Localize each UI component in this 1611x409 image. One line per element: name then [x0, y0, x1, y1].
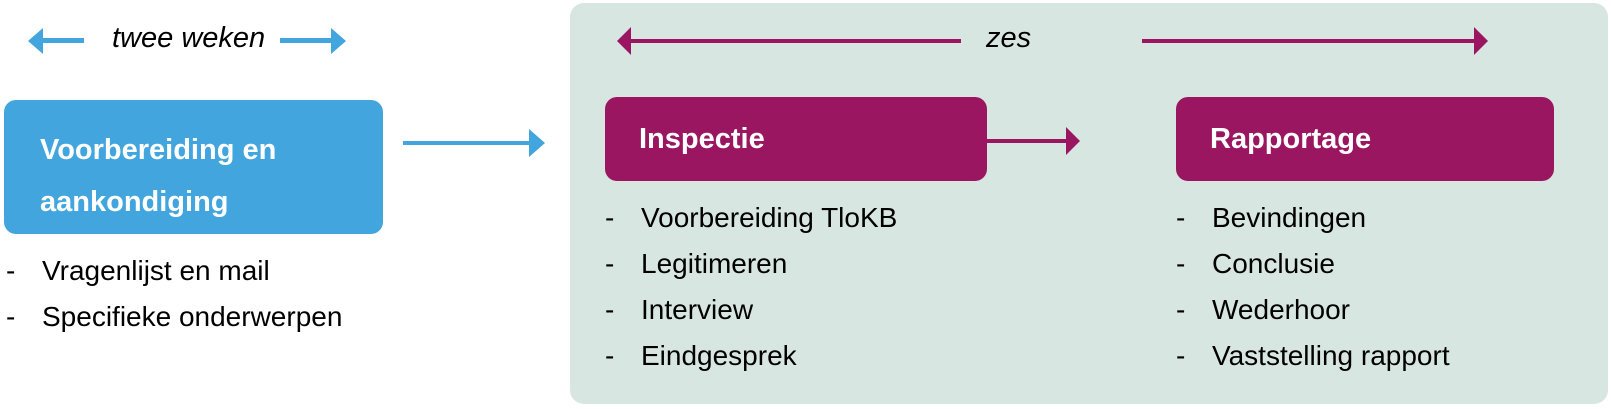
phase1-title-line2: aankondiging [40, 186, 229, 218]
list-item: -Legitimeren [605, 248, 788, 279]
duration-arrow-right-icon [1142, 27, 1488, 55]
phase-box-voorbereiding: Voorbereiding en aankondiging [4, 100, 383, 234]
list-item: -Eindgesprek [605, 340, 797, 371]
phase-box-inspectie: Inspectie [605, 97, 987, 181]
flow-arrow-right-icon [403, 129, 545, 157]
list-item: -Vragenlijst en mail [6, 255, 270, 286]
phase2-title: Inspectie [639, 123, 765, 155]
phase3-item-list: -Bevindingen -Conclusie -Wederhoor -Vast… [1176, 195, 1450, 379]
duration-arrow-right-icon [280, 28, 346, 54]
flow-arrow-right-icon [986, 127, 1080, 155]
list-item: -Interview [605, 294, 754, 325]
list-item: -Vaststelling rapport [1176, 340, 1450, 371]
list-item: -Voorbereiding TloKB [605, 202, 898, 233]
phase1-duration-label: twee weken [112, 22, 266, 54]
list-item: -Specifieke onderwerpen [6, 301, 343, 332]
phase2-item-list: -Voorbereiding TloKB -Legitimeren -Inter… [605, 195, 897, 379]
inspection-period-panel [570, 3, 1608, 404]
phase1-title-line1: Voorbereiding en [40, 134, 277, 166]
list-item: -Conclusie [1176, 248, 1335, 279]
phase-box-rapportage: Rapportage [1176, 97, 1554, 181]
panel-duration-label: zes [986, 22, 1032, 54]
phase3-title: Rapportage [1210, 123, 1372, 155]
list-item: -Wederhoor [1176, 294, 1351, 325]
duration-arrow-left-icon [617, 27, 961, 55]
duration-arrow-left-icon [28, 28, 84, 54]
list-item: -Bevindingen [1176, 202, 1367, 233]
phase1-item-list: -Vragenlijst en mail -Specifieke onderwe… [6, 248, 342, 340]
